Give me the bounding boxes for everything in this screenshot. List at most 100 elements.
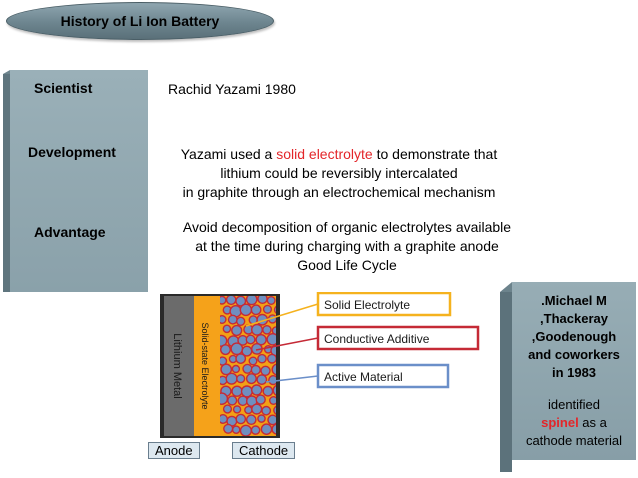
particle (273, 405, 276, 415)
right-identified: identified (547, 397, 601, 412)
active-material-particles (220, 296, 276, 436)
particle (271, 363, 276, 376)
particle (272, 384, 276, 396)
particle (242, 363, 253, 374)
legend-box-conductive-additive (316, 325, 480, 351)
particle (250, 384, 263, 396)
right-as-a: as a (578, 415, 607, 430)
right-panel-bevel (500, 282, 512, 292)
development-text-a: Yazami used a (180, 146, 277, 162)
particle (235, 296, 247, 307)
particle (235, 413, 247, 425)
legend-box-active-material (316, 363, 450, 389)
particle (262, 385, 274, 397)
particle (262, 325, 272, 335)
particle (271, 423, 276, 435)
development-line-3: in graphite through an electrochemical m… (182, 184, 496, 200)
particle (255, 394, 266, 405)
particle (257, 414, 266, 423)
particle (235, 316, 246, 326)
particle (250, 364, 261, 376)
particle (220, 296, 227, 305)
scientist-text: Rachid Yazami 1980 (168, 81, 296, 97)
particle (227, 314, 238, 325)
legend-box-solid-electrolyte (316, 291, 452, 317)
particle (260, 423, 273, 435)
advantage-text: Avoid decomposition of organic electroly… (152, 218, 542, 275)
particle (225, 372, 238, 385)
particle (231, 324, 243, 337)
particle (222, 404, 233, 414)
left-panel-edge (3, 74, 10, 292)
particle (266, 296, 276, 305)
battery-diagram: Lithium Metal Solid-state Electrolyte So… (148, 291, 480, 462)
particle (267, 353, 276, 364)
right-line-3: ,Goodenough (531, 329, 617, 344)
right-line-5: in 1983 (551, 365, 597, 380)
battery-diagram-svg: Lithium Metal Solid-state Electrolyte So… (160, 291, 480, 438)
lithium-metal-label: Lithium Metal (171, 333, 183, 398)
right-spinel-line: spinel as a (512, 414, 636, 432)
particle (235, 353, 247, 364)
advantage-line-2: at the time during charging with a graph… (195, 238, 499, 254)
right-cathode-material: cathode material (525, 433, 623, 448)
right-spacer (512, 382, 636, 396)
development-text: Yazami used a solid electrolyte to demon… (144, 145, 534, 202)
particle (248, 356, 258, 366)
particle (220, 344, 232, 356)
development-line-2: lithium could be reversibly intercalated (220, 165, 458, 181)
particle (245, 334, 256, 345)
particle (256, 374, 268, 386)
particle (255, 334, 267, 346)
spinel-highlight: spinel (541, 415, 579, 430)
particle (239, 303, 253, 317)
particle (220, 363, 233, 376)
particle (261, 405, 272, 416)
right-line-2: ,Thackeray (540, 311, 608, 326)
right-line-1: .Michael M (541, 293, 607, 308)
particle (240, 385, 254, 398)
particle (239, 424, 252, 436)
particle (250, 323, 263, 336)
electrolyte-label: Solid-state Electrolyte (200, 322, 210, 409)
particle (220, 392, 229, 405)
legend-conductive-additive: Conductive Additive (324, 332, 430, 346)
particle (222, 324, 232, 334)
particle (250, 304, 262, 316)
label-advantage: Advantage (34, 224, 106, 240)
legend-active-material: Active Material (324, 370, 403, 384)
particle (225, 296, 237, 306)
electrolyte-layer (194, 296, 220, 436)
particle (257, 353, 267, 364)
particle (270, 344, 276, 357)
lithium-metal-layer (164, 296, 194, 436)
particle (227, 395, 238, 406)
particle (220, 315, 227, 324)
right-panel-edge (500, 292, 512, 472)
particle (268, 375, 276, 386)
right-line-4: and coworkers (528, 347, 620, 362)
particle (271, 326, 276, 336)
right-panel-text: .Michael M ,Thackeray ,Goodenough and co… (512, 292, 636, 450)
particle (231, 425, 241, 434)
connector-conductive-additive (255, 337, 319, 351)
left-label-panel (10, 70, 148, 292)
development-text-b: to demonstrate that (372, 146, 498, 162)
particle (262, 304, 273, 314)
label-scientist: Scientist (34, 80, 93, 96)
particle (269, 396, 276, 405)
cathode-label: Cathode (232, 442, 296, 459)
advantage-line-1: Avoid decomposition of organic electroly… (182, 219, 512, 235)
anode-label: Anode (148, 442, 200, 459)
particle (246, 414, 257, 425)
page-title: History of Li Ion Battery (60, 13, 220, 29)
particle (267, 414, 276, 426)
particle (266, 333, 276, 346)
particle (244, 405, 253, 415)
particle (251, 403, 263, 415)
particle (245, 296, 258, 306)
particle (245, 373, 257, 385)
particle (223, 423, 234, 434)
left-panel-bevel (3, 70, 10, 74)
development-line-1: Yazami used a solid electrolyte to demon… (144, 145, 534, 164)
